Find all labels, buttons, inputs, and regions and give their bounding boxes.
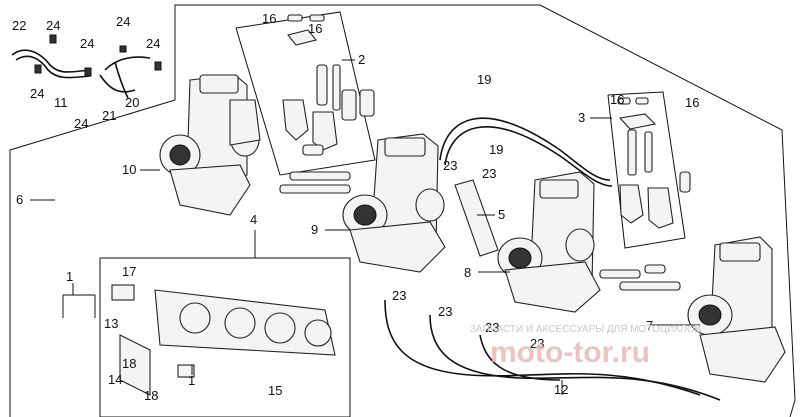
callout-19: 19 [477, 72, 491, 87]
intake-manifold-panel [99, 257, 351, 417]
carburetor-8 [497, 171, 601, 313]
callout-4: 4 [250, 212, 257, 227]
callout-3: 3 [578, 110, 585, 125]
callout-24: 24 [46, 18, 60, 33]
callout-24: 24 [80, 36, 94, 51]
callout-8: 8 [464, 265, 471, 280]
callout-13: 13 [104, 316, 118, 331]
callout-16: 16 [262, 11, 276, 26]
callout-5: 5 [498, 207, 505, 222]
callout-14: 14 [108, 372, 122, 387]
watermark: ЗАПЧАСТИ И АКСЕССУАРЫ ДЛЯ МОТОЦИКЛОВ mot… [470, 324, 702, 369]
callout-1: 1 [66, 269, 73, 284]
callout-2: 2 [358, 52, 365, 67]
loose-small-parts [279, 171, 681, 291]
callout-7: 7 [646, 318, 653, 333]
leader-lines [30, 59, 700, 395]
callout-23: 23 [485, 320, 499, 335]
callout-18: 18 [122, 356, 136, 371]
callout-23: 23 [438, 304, 452, 319]
callout-23: 23 [482, 166, 496, 181]
callout-23: 23 [530, 336, 544, 351]
hoses-12 [384, 299, 721, 401]
callout-1: 1 [188, 373, 195, 388]
callout-21: 21 [102, 108, 116, 123]
callout-23: 23 [443, 158, 457, 173]
carburetor-9 [342, 133, 446, 273]
watermark-logo: moto-tor.ru [490, 336, 650, 369]
needle-jet-panel-right [607, 91, 691, 249]
callout-17: 17 [122, 264, 136, 279]
carburetor-10 [159, 74, 261, 216]
callout-24: 24 [146, 36, 160, 51]
needle-jet-panel-upper [235, 11, 376, 176]
callout-24: 24 [74, 116, 88, 131]
callout-16: 16 [610, 92, 624, 107]
callout-18: 18 [144, 388, 158, 403]
callout-23: 23 [392, 288, 406, 303]
fuel-hose-5 [454, 179, 499, 257]
outer-frame [9, 4, 796, 417]
callout-11: 11 [54, 95, 68, 110]
callout-19: 19 [489, 142, 503, 157]
watermark-caption: ЗАПЧАСТИ И АКСЕССУАРЫ ДЛЯ МОТОЦИКЛОВ [470, 324, 702, 335]
callout-16: 16 [308, 21, 322, 36]
small-hoses-top-left [11, 34, 162, 99]
callout-20: 20 [125, 95, 139, 110]
callout-9: 9 [311, 222, 318, 237]
callout-24: 24 [30, 86, 44, 101]
carburetor-7 [687, 236, 786, 383]
callout-24: 24 [116, 14, 130, 29]
callout-12: 12 [554, 382, 568, 397]
fuel-hoses-19 [439, 117, 613, 187]
callout-15: 15 [268, 383, 282, 398]
callout-10: 10 [122, 162, 136, 177]
callout-6: 6 [16, 192, 23, 207]
callout-labels: 1 1 2 3 4 5 6 7 8 9 10 11 12 13 14 15 16… [12, 11, 699, 403]
callout-16: 16 [685, 95, 699, 110]
callout-22: 22 [12, 18, 26, 33]
